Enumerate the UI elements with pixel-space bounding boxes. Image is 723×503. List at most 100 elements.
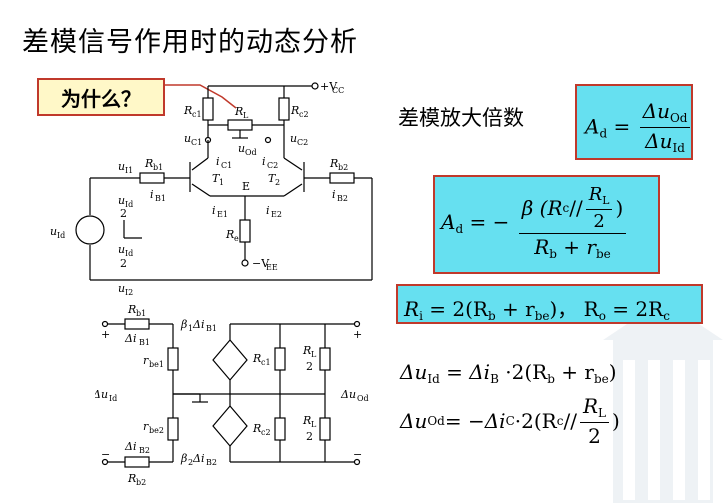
svg-text:u: u — [118, 243, 125, 256]
svg-text:u: u — [118, 160, 125, 173]
svg-text:R: R — [252, 422, 261, 435]
svg-text:Id: Id — [109, 394, 117, 403]
svg-text:Od: Od — [245, 148, 257, 157]
svg-text:EE: EE — [266, 263, 278, 272]
svg-text:Id: Id — [125, 249, 133, 258]
svg-text:1: 1 — [219, 178, 224, 187]
svg-text:i: i — [212, 204, 216, 217]
svg-text:β: β — [180, 452, 187, 465]
svg-text:r: r — [143, 354, 149, 367]
svg-text:CC: CC — [332, 86, 344, 95]
svg-text:B2: B2 — [139, 446, 150, 455]
svg-text:B2: B2 — [337, 194, 348, 203]
svg-text:I1: I1 — [125, 166, 133, 175]
svg-text:2: 2 — [188, 458, 193, 467]
svg-text:β: β — [180, 318, 187, 331]
background-decoration — [603, 300, 723, 503]
svg-text:T: T — [212, 172, 221, 185]
svg-text:be1: be1 — [149, 360, 164, 369]
svg-text:2: 2 — [120, 207, 127, 220]
svg-text:i: i — [332, 188, 336, 201]
ri-ro-box: Ri = 2(Rb + rbe)， Ro = 2Rc — [396, 284, 703, 324]
svg-text:B1: B1 — [206, 324, 217, 333]
svg-text:b2: b2 — [136, 478, 146, 487]
svg-text:c2: c2 — [261, 428, 271, 437]
svg-text:E1: E1 — [217, 210, 228, 219]
svg-text:b1: b1 — [136, 309, 146, 318]
svg-text:+: + — [353, 328, 362, 341]
svg-text:i: i — [216, 155, 220, 168]
svg-text:R: R — [290, 104, 299, 117]
svg-text:R: R — [252, 352, 261, 365]
svg-text:−V: −V — [252, 257, 270, 270]
svg-text:b2: b2 — [338, 163, 348, 172]
svg-text:−: − — [101, 448, 110, 461]
svg-text:L: L — [311, 350, 317, 359]
svg-text:C2: C2 — [297, 138, 308, 147]
svg-text:b1: b1 — [153, 163, 163, 172]
svg-text:1: 1 — [188, 324, 193, 333]
svg-text:R: R — [183, 104, 192, 117]
svg-text:u: u — [238, 142, 245, 155]
svg-text:Δi: Δi — [124, 332, 136, 345]
svg-text:−: − — [353, 448, 362, 461]
svg-text:Δi: Δi — [192, 452, 204, 465]
ri-ro-formula: Ri = 2(Rb + rbe)， Ro = 2Rc — [404, 297, 670, 324]
svg-text:Od: Od — [357, 394, 369, 403]
svg-text:i: i — [150, 188, 154, 201]
svg-text:+: + — [101, 328, 110, 341]
svg-text:Δi: Δi — [192, 318, 204, 331]
svg-text:2: 2 — [306, 430, 313, 443]
svg-text:c1: c1 — [261, 358, 271, 367]
gain-label: 差模放大倍数 — [398, 106, 524, 130]
svg-text:r: r — [143, 420, 149, 433]
svg-text:u: u — [290, 132, 297, 145]
svg-text:Δu: Δu — [340, 388, 356, 401]
svg-text:+V: +V — [320, 80, 338, 93]
svg-text:be2: be2 — [149, 426, 164, 435]
svg-text:c1: c1 — [192, 110, 202, 119]
svg-text:C1: C1 — [191, 138, 202, 147]
slide-title: 差模信号作用时的动态分析 — [22, 27, 358, 58]
svg-text:E: E — [242, 180, 250, 193]
svg-text:u: u — [184, 132, 191, 145]
svg-text:R: R — [234, 105, 243, 118]
svg-text:i: i — [266, 204, 270, 217]
svg-text:I2: I2 — [125, 288, 133, 295]
svg-text:i: i — [262, 155, 266, 168]
svg-text:Δu: Δu — [95, 388, 108, 401]
svg-text:R: R — [127, 472, 136, 485]
svg-text:R: R — [144, 157, 153, 170]
svg-text:L: L — [243, 111, 249, 120]
svg-text:L: L — [311, 420, 317, 429]
svg-text:Δi: Δi — [124, 440, 136, 453]
svg-text:c2: c2 — [299, 110, 309, 119]
svg-text:2: 2 — [120, 257, 127, 270]
svg-text:R: R — [329, 157, 338, 170]
svg-text:u: u — [118, 282, 125, 295]
svg-text:2: 2 — [306, 360, 313, 373]
svg-text:B1: B1 — [155, 194, 166, 203]
svg-text:R: R — [302, 414, 311, 427]
delta-uid-equation: ΔuId = ΔiB ·2(Rb + rbe) — [400, 360, 617, 387]
svg-text:u: u — [118, 194, 125, 207]
svg-text:e: e — [234, 234, 239, 243]
svg-text:2: 2 — [275, 178, 280, 187]
svg-text:B2: B2 — [206, 458, 217, 467]
svg-text:R: R — [302, 344, 311, 357]
svg-text:E2: E2 — [271, 210, 282, 219]
svg-text:Id: Id — [57, 231, 65, 240]
svg-text:R: R — [225, 228, 234, 241]
svg-text:T: T — [268, 172, 277, 185]
svg-text:B1: B1 — [139, 338, 150, 347]
svg-text:Id: Id — [125, 200, 133, 209]
svg-text:C1: C1 — [221, 161, 232, 170]
svg-text:C2: C2 — [267, 161, 278, 170]
